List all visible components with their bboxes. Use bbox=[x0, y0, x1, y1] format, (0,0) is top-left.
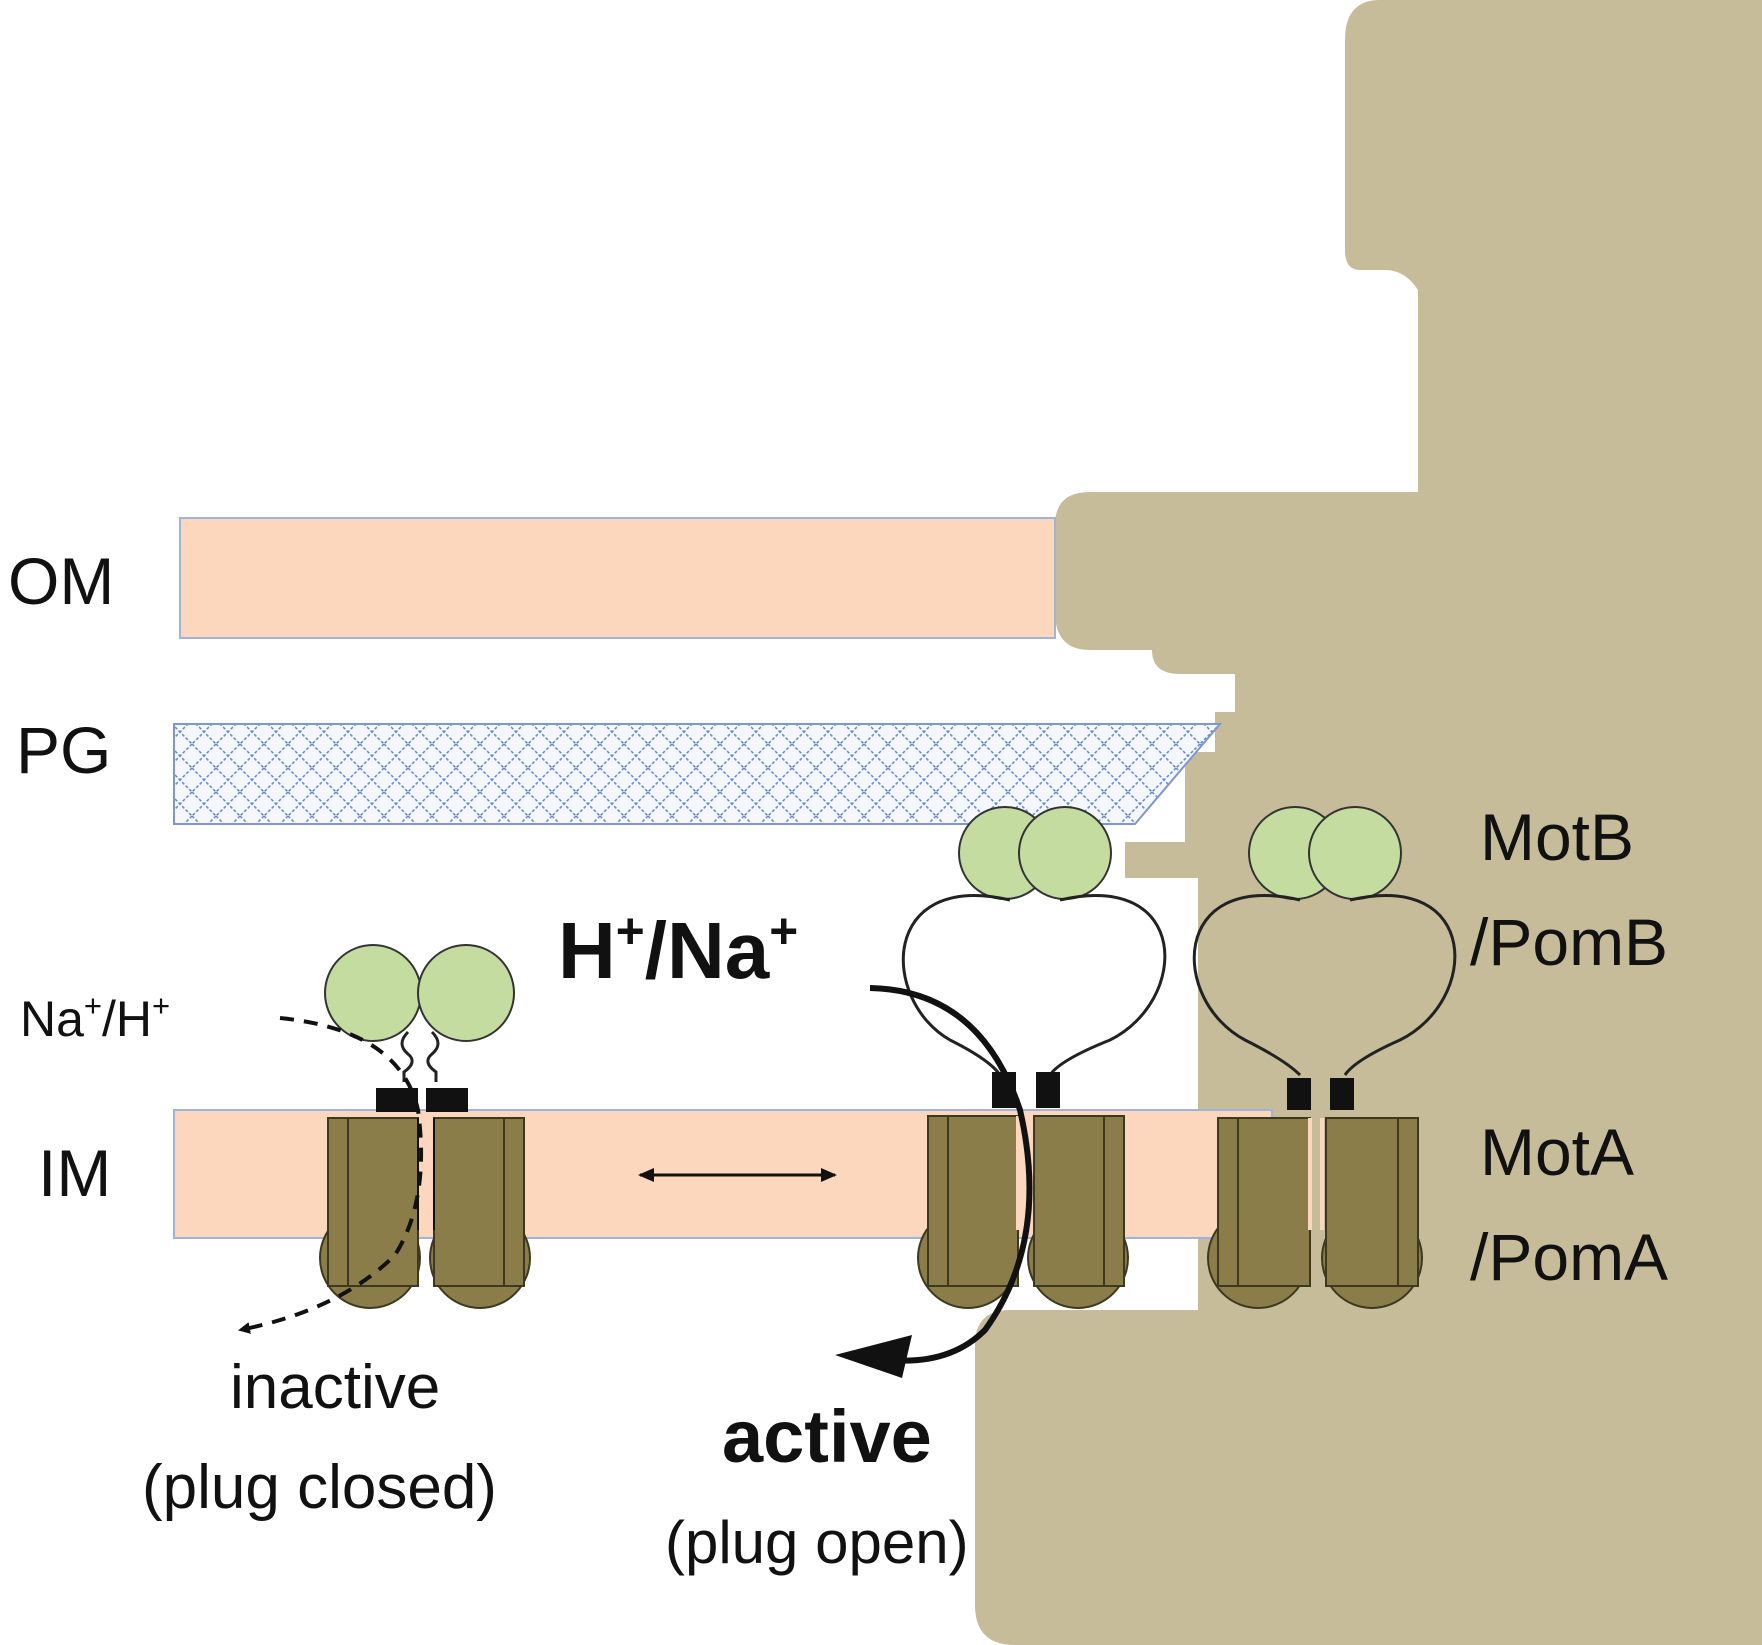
mota-label-line1: MotA bbox=[1480, 1115, 1634, 1189]
mota-subunit bbox=[433, 1117, 525, 1287]
motb-head bbox=[324, 944, 422, 1042]
mota-subunit bbox=[1325, 1117, 1419, 1287]
inactive-ion-label: Na+/H+ bbox=[20, 988, 170, 1047]
motb-label-line2: /PomB bbox=[1470, 905, 1668, 979]
motb-label-line1: MotB bbox=[1480, 800, 1634, 874]
plug bbox=[1330, 1078, 1354, 1110]
active-stator bbox=[835, 806, 1167, 1378]
assembled-stator bbox=[1192, 806, 1457, 1309]
plug bbox=[1287, 1078, 1311, 1110]
active-ion-label: H+/Na+ bbox=[558, 903, 798, 995]
inactive-state-sublabel: (plug closed) bbox=[142, 1453, 497, 1522]
outer-membrane bbox=[179, 517, 1056, 639]
im-label: IM bbox=[38, 1136, 111, 1210]
mota-label-line2: /PomA bbox=[1470, 1220, 1668, 1294]
motb-head bbox=[417, 944, 515, 1042]
inactive-stator bbox=[238, 944, 531, 1334]
motb-head bbox=[1308, 806, 1402, 900]
mota-subunit bbox=[1033, 1115, 1125, 1287]
active-state-label: active bbox=[722, 1395, 932, 1478]
peptidoglycan-layer bbox=[173, 723, 1223, 825]
ion-flow-arrowhead bbox=[835, 1335, 912, 1378]
plug bbox=[376, 1088, 418, 1112]
plug bbox=[426, 1088, 468, 1112]
inactive-state-label: inactive bbox=[230, 1353, 440, 1422]
plug bbox=[1036, 1072, 1060, 1108]
pg-label: PG bbox=[16, 713, 111, 787]
om-label: OM bbox=[8, 544, 114, 618]
motb-head bbox=[1018, 806, 1112, 900]
mota-subunit bbox=[327, 1117, 419, 1287]
ion-flow-arrow bbox=[869, 985, 1033, 1364]
mota-subunit bbox=[1217, 1117, 1311, 1287]
mota-subunit bbox=[927, 1115, 1019, 1287]
active-state-sublabel: (plug open) bbox=[665, 1509, 969, 1576]
blocked-ion-path bbox=[238, 1016, 424, 1334]
